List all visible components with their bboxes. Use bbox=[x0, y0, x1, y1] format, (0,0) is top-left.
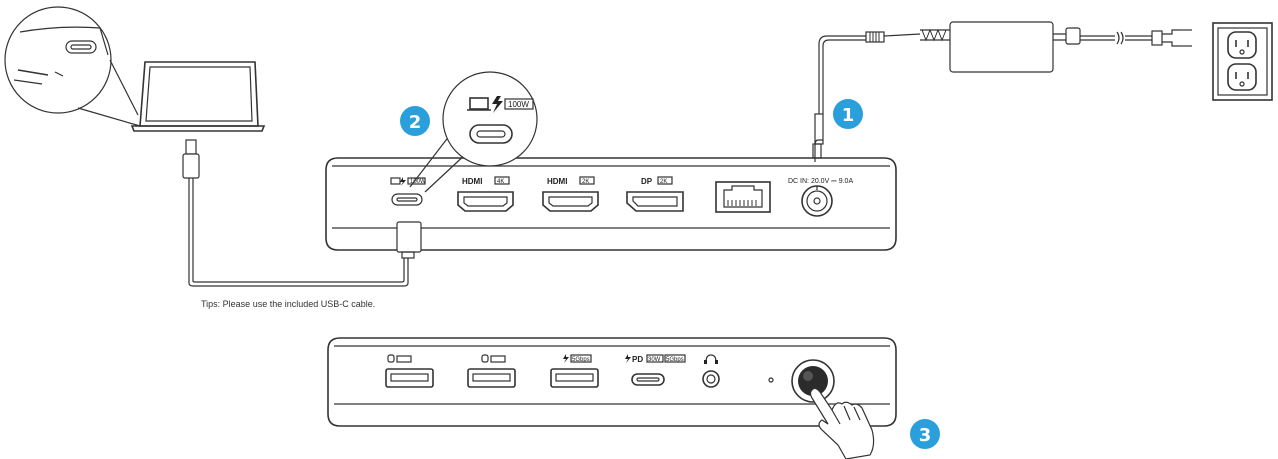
headphone-icon bbox=[705, 354, 717, 363]
power-adapter-icon bbox=[949, 21, 1054, 73]
keyboard-icon bbox=[396, 355, 412, 363]
step-1-number: 1 bbox=[842, 105, 855, 126]
usb-c-plug bbox=[396, 221, 422, 259]
dp-label: DP bbox=[641, 177, 653, 186]
dc-in-label: DC IN: 20.0V ⎓ 9.0A bbox=[788, 178, 853, 185]
lightning-icon bbox=[563, 354, 569, 363]
usb-a-port-3: 5Gbps bbox=[550, 354, 599, 388]
audio-jack bbox=[702, 354, 720, 388]
step-3-number: 3 bbox=[919, 425, 932, 446]
hand-icon bbox=[809, 387, 875, 459]
hdmi-port-2: HDMI 2K bbox=[542, 176, 599, 212]
mouse-icon bbox=[481, 354, 489, 363]
laptop bbox=[130, 61, 266, 132]
pd-label: PD bbox=[632, 355, 643, 364]
usb-c-power-label: 100W bbox=[410, 179, 426, 185]
dp-badge: 2K bbox=[660, 179, 667, 185]
pd-watt-label: 30W bbox=[648, 357, 661, 363]
led-indicator bbox=[768, 377, 774, 383]
usb-c-port: 100W bbox=[390, 177, 426, 206]
dc-in-port: DC IN: 20.0V ⎓ 9.0A bbox=[788, 178, 853, 217]
usb-c-zoom-callout: 100W bbox=[409, 71, 538, 193]
wall-outlet-icon bbox=[1212, 22, 1273, 101]
lightning-icon bbox=[400, 177, 406, 186]
step-badge-1: 1 bbox=[833, 99, 863, 129]
lightning-icon bbox=[625, 354, 631, 363]
keyboard-icon bbox=[490, 355, 506, 363]
usb-c-cable bbox=[182, 139, 409, 287]
power-adapter bbox=[812, 21, 1192, 162]
dock-rear: 100W HDMI 4K HDMI 2K DP 2K bbox=[325, 157, 897, 259]
hdmi2-badge: 2K bbox=[582, 179, 589, 185]
dock-front: 5Gbps PD 30W 5Gbps bbox=[327, 337, 897, 459]
tips-text: Tips: Please use the included USB-C cabl… bbox=[201, 299, 375, 309]
step-badge-2: 2 bbox=[400, 106, 430, 136]
step-badge-3: 3 bbox=[910, 419, 940, 449]
displayport: DP 2K bbox=[626, 176, 684, 212]
hdmi1-label: HDMI bbox=[462, 177, 482, 186]
usb-a-port-1 bbox=[385, 354, 434, 388]
ethernet-port bbox=[715, 181, 771, 213]
laptop-icon bbox=[390, 177, 401, 185]
step-2-number: 2 bbox=[409, 112, 422, 133]
usb-a-port-2 bbox=[467, 354, 516, 388]
mouse-icon bbox=[387, 354, 395, 363]
lightning-icon bbox=[492, 96, 503, 113]
hdmi-port-1: HDMI 4K bbox=[457, 176, 514, 212]
usb-c-pd-port: PD 30W 5Gbps bbox=[625, 354, 686, 386]
hdmi1-badge: 4K bbox=[497, 179, 504, 185]
zoom-power-label: 100W bbox=[508, 100, 529, 109]
laptop-icon bbox=[469, 97, 489, 110]
pd-speed-label: 5Gbps bbox=[666, 357, 684, 363]
power-button-icon bbox=[791, 359, 835, 403]
port3-speed-label: 5Gbps bbox=[572, 357, 590, 363]
laptop-port-magnifier bbox=[4, 6, 141, 127]
hdmi2-label: HDMI bbox=[547, 177, 567, 186]
